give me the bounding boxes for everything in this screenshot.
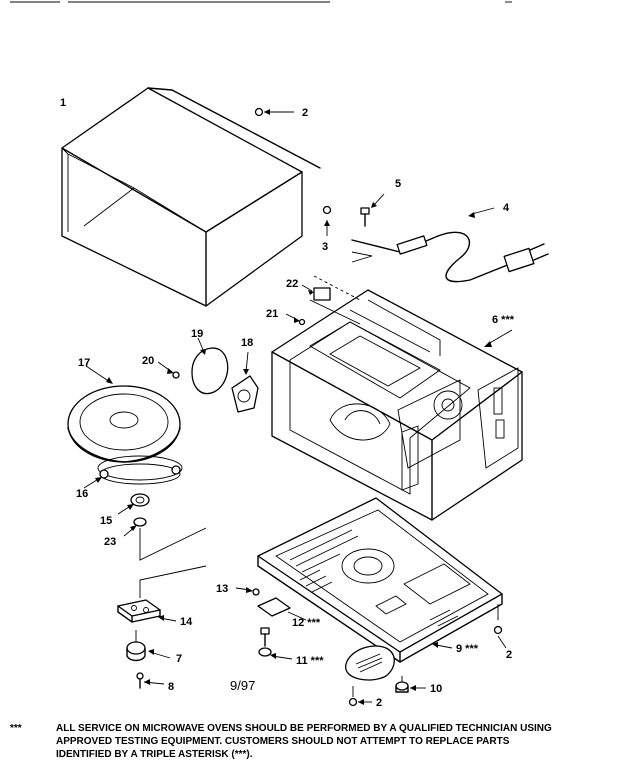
label-part-2-top: 2 — [302, 107, 308, 119]
label-part-2-lower: 2 — [376, 697, 382, 709]
drive-coupler — [117, 493, 150, 515]
label-part-18: 18 — [241, 337, 253, 349]
cord-screw — [360, 193, 385, 227]
glass-turntable — [67, 365, 181, 463]
footnote-line-2: APPROVED TESTING EQUIPMENT. CUSTOMERS SH… — [56, 736, 510, 747]
cabinet-screw-rear — [322, 205, 332, 236]
label-part-21: 21 — [266, 308, 278, 320]
label-part-23: 23 — [104, 536, 116, 548]
part-labels: 1 2 3 4 5 6 *** 7 8 9 *** 10 11 *** 12 *… — [60, 97, 515, 709]
base-screw-10 — [395, 676, 426, 693]
stirrer-motor-cover — [345, 645, 395, 681]
label-part-5: 5 — [395, 178, 401, 190]
power-cord — [351, 207, 549, 283]
base-screw-11 — [258, 627, 293, 660]
footnote-text: ALL SERVICE ON MICROWAVE OVENS SHOULD BE… — [56, 722, 631, 761]
stirrer-screw — [157, 361, 180, 379]
label-part-13: 13 — [216, 583, 228, 595]
foot-bracket — [117, 599, 177, 623]
light-cover — [231, 351, 259, 413]
outer-cabinet — [61, 87, 321, 307]
base-plate — [257, 497, 503, 663]
coupler-washer — [123, 517, 147, 537]
label-part-19: 19 — [191, 328, 203, 340]
stirrer-cover — [191, 337, 229, 395]
label-part-14: 14 — [180, 616, 193, 628]
label-part-10: 10 — [430, 683, 442, 695]
foot-screw — [136, 672, 165, 689]
label-part-20: 20 — [142, 355, 154, 367]
label-part-4: 4 — [503, 202, 510, 214]
base-bracket-12 — [257, 597, 307, 621]
label-part-1: 1 — [60, 97, 66, 109]
label-part-9: 9 *** — [456, 643, 479, 655]
fuse-holder — [285, 284, 331, 326]
oven-cavity-assembly — [271, 275, 523, 521]
roller-support — [83, 455, 183, 489]
label-part-17: 17 — [78, 357, 90, 369]
base-screw-lower — [348, 686, 372, 707]
base-screw-right — [493, 604, 507, 649]
label-part-7: 7 — [176, 653, 182, 665]
label-part-6: 6 *** — [492, 314, 515, 326]
footnote-line-1: ALL SERVICE ON MICROWAVE OVENS SHOULD BE… — [56, 723, 552, 734]
label-part-2-right: 2 — [506, 649, 512, 661]
label-part-15: 15 — [100, 515, 112, 527]
coupler-leader-line — [139, 527, 207, 561]
label-part-3: 3 — [322, 241, 328, 253]
label-part-11: 11 *** — [296, 655, 324, 667]
label-part-8: 8 — [168, 681, 174, 693]
foot-leader-line — [139, 565, 207, 598]
rubber-foot — [126, 630, 171, 662]
footnote-line-3: IDENTIFIED BY A TRIPLE ASTERISK (***). — [56, 749, 253, 760]
base-screw-13 — [235, 587, 260, 596]
date-code: 9/97 — [230, 678, 255, 693]
footnote-marker: *** — [10, 723, 22, 734]
cabinet-screw-top — [254, 107, 294, 117]
label-part-22: 22 — [286, 278, 298, 290]
label-part-12: 12 *** — [292, 617, 321, 629]
label-part-16: 16 — [76, 488, 88, 500]
